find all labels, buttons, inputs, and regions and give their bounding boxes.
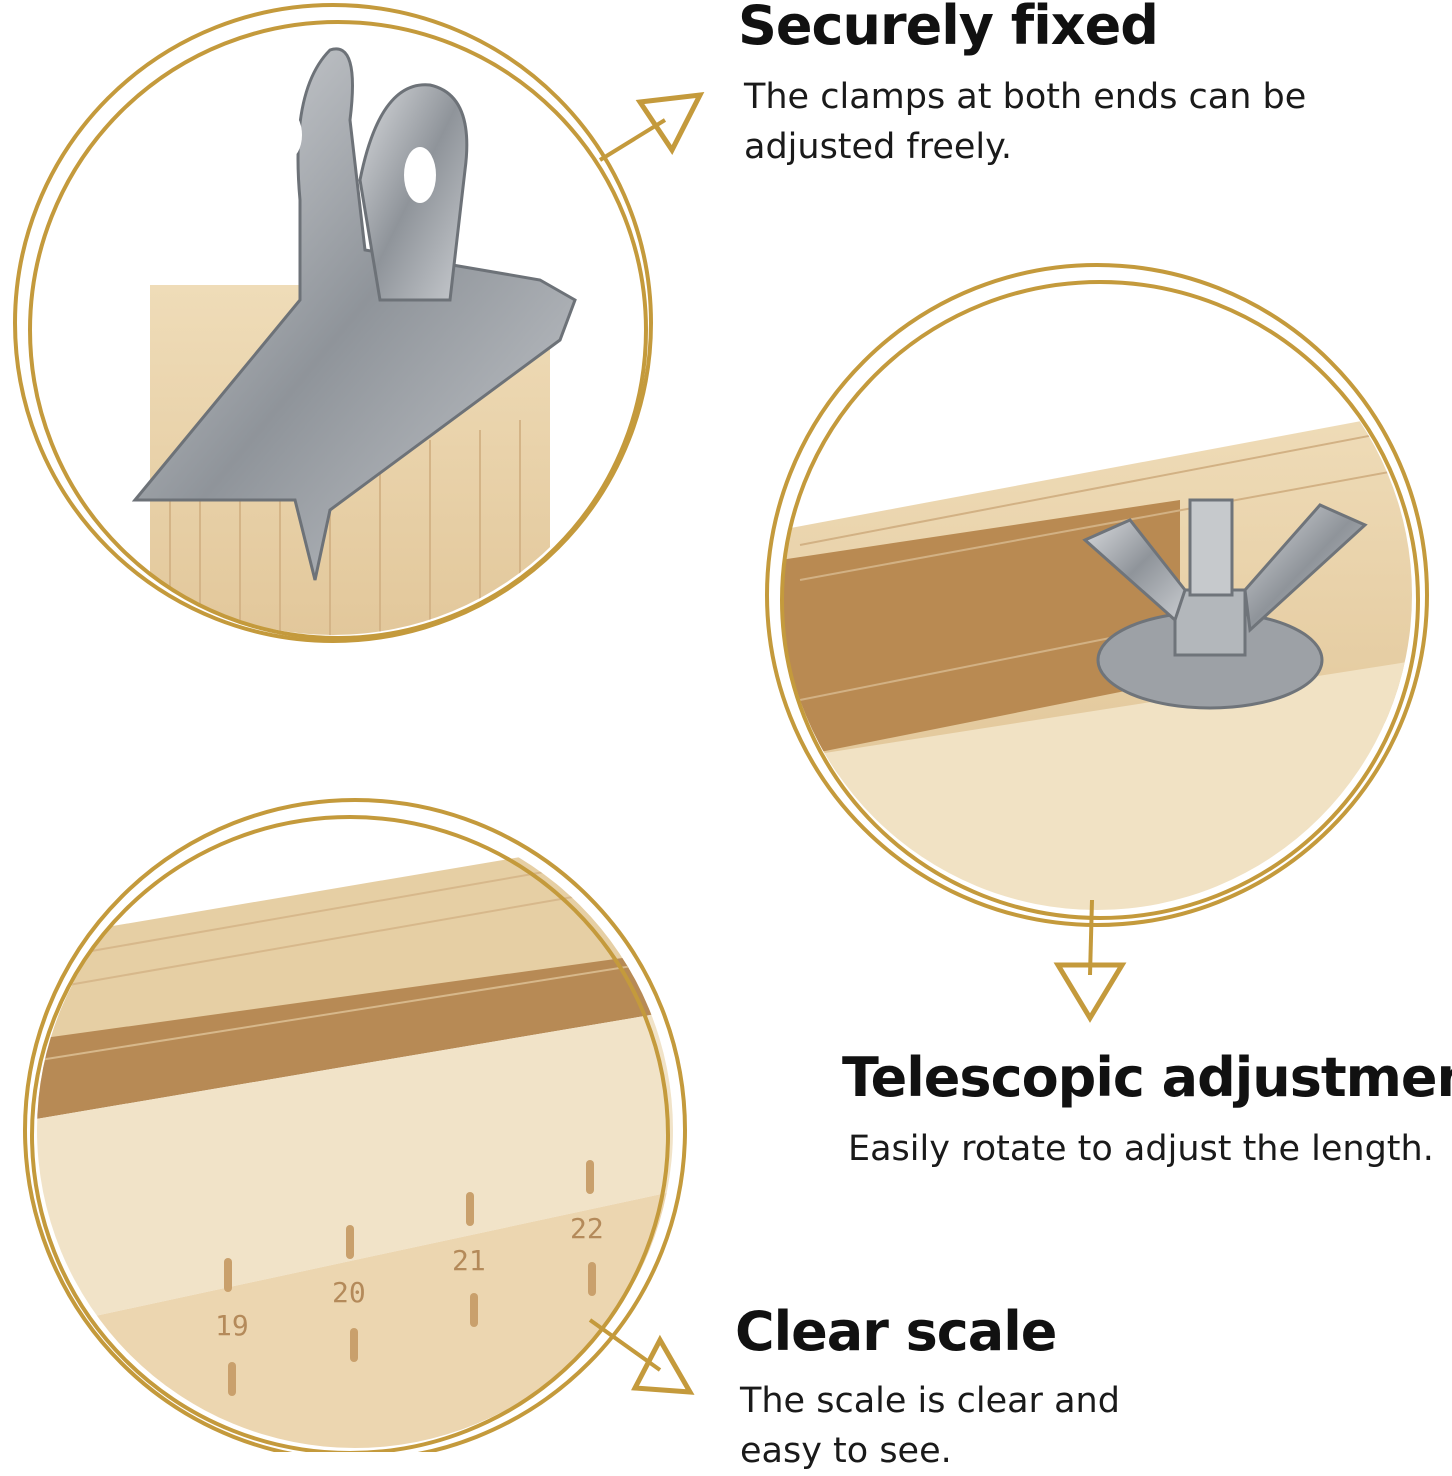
scale-numbers: 19 20 21 22 xyxy=(215,1212,604,1342)
feature-description-securely-fixed: The clamps at both ends can be adjusted … xyxy=(744,77,1307,167)
feature-title-telescopic-adjustment: Telescopic adjustment xyxy=(842,1046,1452,1109)
arrow-triangle-down-icon xyxy=(1053,962,1127,1023)
scale-mark: 21 xyxy=(452,1244,486,1277)
ring-inner-3 xyxy=(30,815,670,1452)
scale-image: 19 20 21 22 xyxy=(37,830,673,1448)
ring-inner-1 xyxy=(28,20,648,640)
ring-inner-2 xyxy=(780,280,1420,920)
feature-title-clear-scale: Clear scale xyxy=(735,1300,1057,1363)
ring-outer-3 xyxy=(23,798,687,1452)
arrow-triangle-right-icon xyxy=(631,1334,695,1395)
scale-mark: 22 xyxy=(570,1212,604,1245)
arrow-triangle-right-icon xyxy=(635,91,705,155)
ring-outer-2 xyxy=(765,263,1429,927)
feature-description-telescopic-adjustment: Easily rotate to adjust the length. xyxy=(848,1129,1434,1169)
scale-mark: 19 xyxy=(215,1309,249,1342)
feature-title-securely-fixed: Securely fixed xyxy=(738,0,1159,57)
ring-outer-1 xyxy=(13,3,653,643)
wing-nut-image xyxy=(782,410,1412,910)
feature-description-clear-scale: The scale is clear and easy to see. xyxy=(740,1381,1120,1471)
clamp-image xyxy=(131,47,577,635)
scale-mark: 20 xyxy=(332,1276,366,1309)
